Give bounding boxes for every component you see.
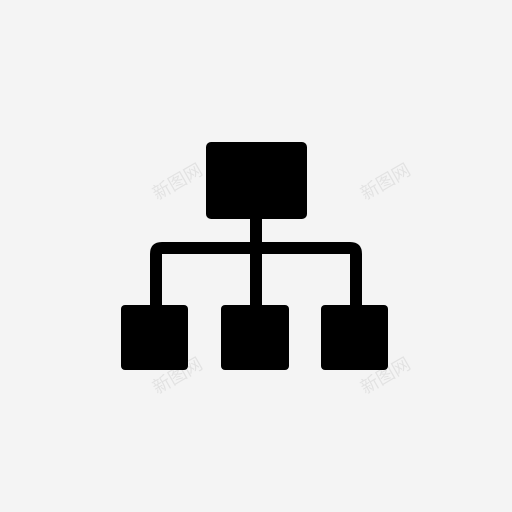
child-node-box-right (321, 305, 388, 370)
connector-stem (250, 216, 262, 308)
connector-branch (150, 242, 362, 308)
child-node-box-center (221, 305, 289, 370)
child-node-box-left (121, 305, 188, 370)
parent-node-box (206, 142, 307, 219)
